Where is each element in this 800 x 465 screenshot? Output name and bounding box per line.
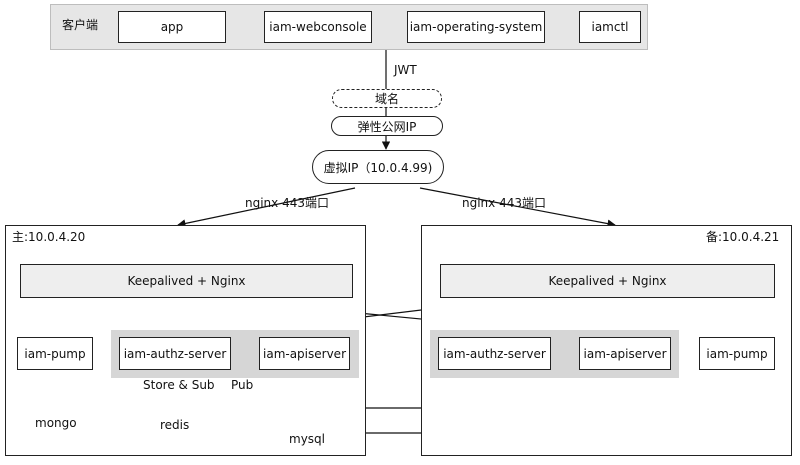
pub-label: Pub [231,378,254,392]
master-apiserver-box: iam-apiserver [259,337,350,370]
client-webconsole-box: iam-webconsole [264,11,372,43]
vip-box: 虚拟IP（10.0.4.99) [312,150,444,184]
vip-master-arrow [177,187,356,228]
backup-apiserver-box: iam-apiserver [579,337,671,370]
backup-lb-box: Keepalived + Nginx [440,264,775,298]
route-right-label: nginx 443端口 [462,196,546,210]
client-label: 客户端 [62,18,99,32]
mysql-label: mysql [289,432,325,446]
backup-authz-box: iam-authz-server [438,337,551,370]
store-sub-label: Store & Sub [143,378,215,392]
client-operating-system-box: iam-operating-system [407,11,545,43]
backup-title: 备:10.0.4.21 [706,230,780,244]
vip-backup-arrow [419,187,616,228]
client-iamctl-box: iamctl [579,11,641,43]
eip-box: 弹性公网IP [331,116,443,136]
redis-label: redis [160,418,190,432]
master-title: 主:10.0.4.20 [12,230,86,244]
mongo-label: mongo [35,416,77,430]
route-left-label: nginx 443端口 [245,196,329,210]
jwt-label: JWT [394,63,417,77]
client-app-box: app [118,11,226,43]
domain-box: 域名 [332,89,442,108]
master-pump-box: iam-pump [17,337,93,370]
master-authz-box: iam-authz-server [119,337,231,370]
backup-pump-box: iam-pump [699,337,775,370]
master-lb-box: Keepalived + Nginx [20,264,353,298]
